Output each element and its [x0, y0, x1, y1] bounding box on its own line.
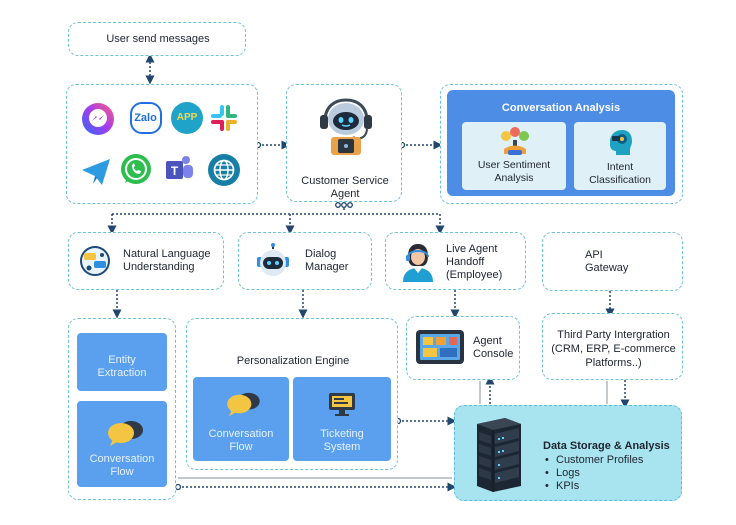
storage-item-kpis: KPIs: [556, 480, 580, 492]
zalo-text: Zalo: [134, 112, 157, 124]
messenger-icon: [82, 103, 114, 135]
left-conv-flow-line2: Flow: [110, 466, 134, 478]
user-sentiment-card: User Sentiment Analysis: [462, 122, 566, 190]
nlu-label-line2: Understanding: [123, 261, 195, 273]
left-conversation-flow-card: Conversation Flow: [77, 401, 167, 487]
nlu-box: Natural Language Understanding: [68, 232, 224, 290]
telegram-icon: [82, 159, 110, 185]
api-label-line2: Gateway: [585, 262, 629, 274]
third-party-line2: (CRM, ERP, E-commerce: [551, 343, 676, 355]
left-conv-flow-line1: Conversation: [89, 453, 155, 465]
intent-label-line2: Classification: [589, 174, 651, 186]
agent-label-line2: Agent: [330, 188, 360, 200]
chat-bubbles-icon: [108, 421, 143, 446]
conversation-analysis-panel: Conversation Analysis User Sentiment Ana…: [447, 90, 675, 196]
storage-item-bullet: •: [545, 467, 549, 479]
conversation-analysis-title: Conversation Analysis: [501, 102, 621, 114]
channels-box: Zalo APP T: [66, 84, 258, 204]
nlu-icon: [80, 246, 110, 276]
robot-agent-icon: [320, 98, 372, 155]
third-party-line1: Third Party Intergration: [557, 329, 670, 341]
user-send-messages-box: User send messages: [68, 22, 246, 56]
dialog-label-line1: Dialog: [305, 248, 337, 260]
personalization-engine-box: Personalization Engine Conversation Flow…: [186, 318, 398, 470]
ticketing-system-card: Ticketing System: [293, 377, 391, 461]
sentiment-label-line1: User Sentiment: [477, 159, 551, 171]
personalization-title: Personalization Engine: [236, 355, 350, 367]
chat-bubbles-icon: [227, 392, 260, 417]
left-column-box: Entity Extraction Conversation Flow: [68, 318, 176, 500]
intent-label-line1: Intent: [606, 161, 634, 173]
ticketing-screen-icon: [329, 393, 355, 416]
sentiment-label-line2: Analysis: [494, 172, 534, 184]
third-party-line3: Platforms..): [585, 357, 642, 369]
agent-console-box: Agent Console: [406, 316, 520, 380]
handoff-label-line1: Live Agent: [446, 243, 498, 255]
intent-classification-card: Intent Classification: [574, 122, 666, 190]
entity-label-line1: Entity: [108, 354, 136, 366]
agent-label-line1: Customer Service: [301, 175, 389, 187]
api-gateway-box: API Gateway: [542, 232, 683, 291]
server-rack-icon: [477, 418, 521, 492]
web-icon: [208, 154, 240, 186]
personalization-conv-flow-line1: Conversation: [208, 428, 274, 440]
dialog-robot-icon: [257, 243, 289, 276]
storage-item-logs: Logs: [556, 467, 580, 479]
storage-item-customer-profiles: Customer Profiles: [556, 454, 644, 466]
storage-item-bullet: •: [545, 454, 549, 466]
zalo-icon: Zalo: [130, 102, 162, 134]
console-label-line1: Agent: [473, 335, 502, 347]
handoff-label-line3: (Employee): [446, 269, 503, 281]
console-label-line2: Console: [473, 348, 514, 360]
personalization-conv-flow-line2: Flow: [229, 441, 253, 453]
user-send-messages-label: User send messages: [106, 33, 210, 45]
dialog-label-line2: Manager: [305, 261, 349, 273]
live-agent-handoff-box: Live Agent Handoff (Employee): [385, 232, 526, 290]
ticketing-label-line2: System: [323, 441, 361, 453]
storage-title: Data Storage & Analysis: [543, 440, 670, 452]
intent-head-icon: [610, 130, 632, 155]
entity-extraction-card: Entity Extraction: [77, 333, 167, 391]
storage-item-bullet: •: [545, 480, 549, 492]
app-text: APP: [176, 112, 198, 123]
whatsapp-icon: [121, 154, 151, 184]
customer-service-agent-box: Customer Service Agent: [286, 84, 402, 202]
personalization-conv-flow-card: Conversation Flow: [193, 377, 289, 461]
app-icon: APP: [171, 102, 203, 134]
sentiment-faces-icon: [501, 127, 529, 155]
api-label-line1: API: [585, 249, 603, 261]
conversation-analysis-box: Conversation Analysis User Sentiment Ana…: [440, 84, 683, 204]
svg-text:T: T: [171, 164, 179, 178]
teams-icon: T: [166, 156, 193, 179]
agent-console-icon: [416, 330, 464, 364]
slack-icon: [211, 105, 237, 131]
data-storage-box: Data Storage & Analysis • Customer Profi…: [454, 405, 682, 501]
employee-headset-icon: [403, 244, 433, 282]
dialog-manager-box: Dialog Manager: [238, 232, 372, 290]
nlu-label-line1: Natural Language: [123, 248, 211, 260]
handoff-label-line2: Handoff: [446, 256, 485, 268]
third-party-integration-box: Third Party Intergration (CRM, ERP, E-co…: [542, 313, 683, 380]
ticketing-label-line1: Ticketing: [320, 428, 364, 440]
entity-label-line2: Extraction: [97, 367, 147, 379]
